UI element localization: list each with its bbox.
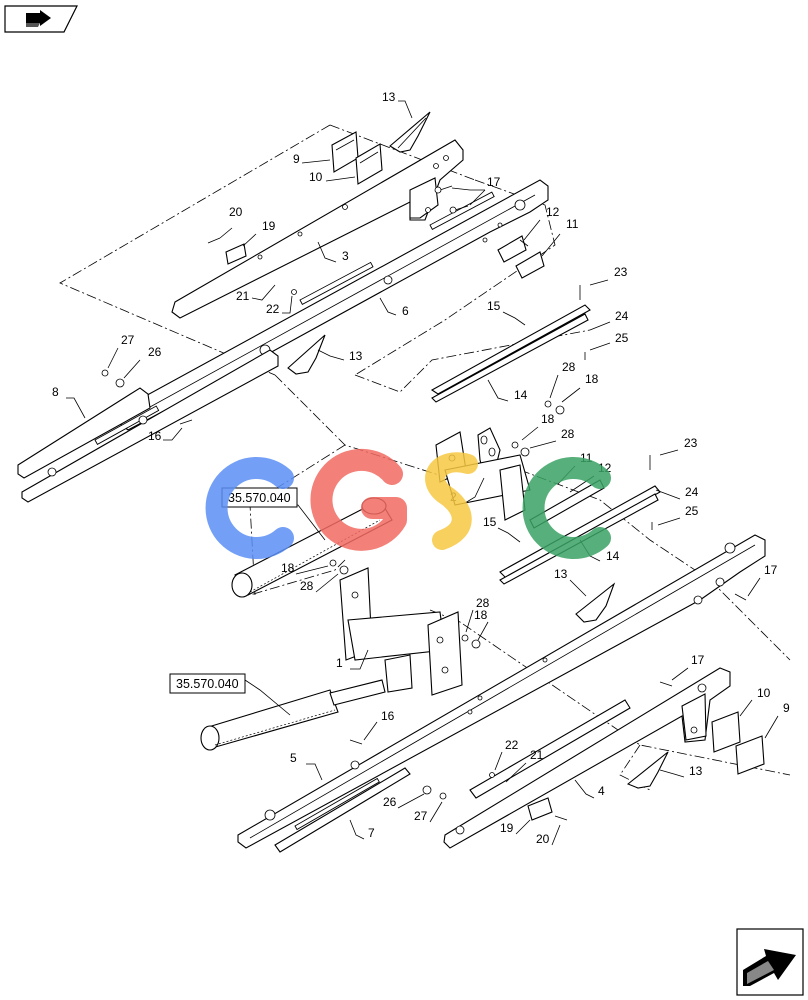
callout-27-15: 27 xyxy=(121,333,135,347)
part-3-beam xyxy=(171,139,464,319)
callout-15-31: 15 xyxy=(483,515,497,529)
part-5-beam xyxy=(237,534,766,849)
callout-22-11: 22 xyxy=(266,302,280,316)
callout-28-36: 28 xyxy=(300,579,314,593)
next-page-arrow-icon[interactable] xyxy=(736,928,804,996)
callout-28-19: 28 xyxy=(562,360,576,374)
part-4-beam xyxy=(443,667,731,849)
watermark-logo xyxy=(205,448,611,559)
callout-25-17: 25 xyxy=(615,331,629,345)
callout-6-12: 6 xyxy=(402,304,409,318)
callout-24-30: 24 xyxy=(685,485,699,499)
watermark-letter-3 xyxy=(425,452,478,550)
callout-1-40: 1 xyxy=(336,656,343,670)
reference-box-1[interactable]: 35.570.040 xyxy=(221,487,298,508)
callout-21-46: 21 xyxy=(530,748,544,762)
watermark-letter-1 xyxy=(205,457,294,559)
part-1-hitch-frame xyxy=(339,567,463,696)
callout-10-43: 10 xyxy=(757,686,771,700)
callout-14-33: 14 xyxy=(606,549,620,563)
callout-13-34: 13 xyxy=(554,567,568,581)
callout-28-25: 28 xyxy=(561,427,575,441)
callout-17-41: 17 xyxy=(691,653,705,667)
callout-10-2: 10 xyxy=(309,170,323,184)
callout-13-18: 13 xyxy=(349,349,363,363)
part-19-bracket-upper xyxy=(225,243,247,265)
callout-15-13: 15 xyxy=(487,299,501,313)
callout-7-52: 7 xyxy=(368,826,375,840)
callout-19-5: 19 xyxy=(262,219,276,233)
callout-17-3: 17 xyxy=(487,175,501,189)
callout-26-50: 26 xyxy=(383,795,397,809)
callout-20-4: 20 xyxy=(229,205,243,219)
callout-9-1: 9 xyxy=(293,152,300,166)
reference-label-2[interactable]: 35.570.040 xyxy=(176,677,239,691)
watermark-letter-2 xyxy=(310,448,407,551)
reference-box-2[interactable]: 35.570.040 xyxy=(169,673,246,694)
part-7-rail xyxy=(274,767,411,853)
callout-3-8: 3 xyxy=(342,249,349,263)
book-arrow-icon[interactable] xyxy=(4,5,78,33)
callout-5-47: 5 xyxy=(290,751,297,765)
callout-16-23: 16 xyxy=(148,429,162,443)
part-19-bracket-lower xyxy=(527,797,553,821)
callout-28-38: 28 xyxy=(476,596,490,610)
part-9-10-plates-lower xyxy=(711,711,765,775)
reference-label-1[interactable]: 35.570.040 xyxy=(228,491,291,505)
part-13-knife-middle xyxy=(287,334,326,375)
callout-9-44: 9 xyxy=(783,701,790,715)
callout-22-45: 22 xyxy=(505,738,519,752)
part-9-10-plates-upper xyxy=(331,131,383,185)
part-11-12-plates-upper xyxy=(497,235,545,279)
callout-13-0: 13 xyxy=(382,90,396,104)
callout-13-48: 13 xyxy=(689,764,703,778)
callout-23-9: 23 xyxy=(614,265,628,279)
callout-16-42: 16 xyxy=(381,709,395,723)
callout-18-20: 18 xyxy=(585,372,599,386)
callout-26-16: 26 xyxy=(148,345,162,359)
callout-24-14: 24 xyxy=(615,309,629,323)
part-6-beam xyxy=(119,179,549,431)
callout-14-22: 14 xyxy=(514,388,528,402)
callout-12-6: 12 xyxy=(546,205,560,219)
callout-23-26: 23 xyxy=(684,436,698,450)
part-13-knife-lower xyxy=(626,751,669,789)
part-13-knife-upper xyxy=(389,111,431,153)
callout-27-51: 27 xyxy=(414,809,428,823)
callout-19-53: 19 xyxy=(500,821,514,835)
callout-21-10: 21 xyxy=(236,289,250,303)
callout-18-35: 18 xyxy=(281,561,295,575)
callout-8-21: 8 xyxy=(52,385,59,399)
callout-4-49: 4 xyxy=(598,784,605,798)
watermark-letter-4 xyxy=(522,457,611,559)
callout-11-7: 11 xyxy=(566,217,579,231)
callout-17-37: 17 xyxy=(764,563,778,577)
hardware-fasteners xyxy=(101,185,747,821)
part-8-beam xyxy=(17,349,279,503)
callout-20-54: 20 xyxy=(536,832,550,846)
part-13-knife-lower-middle xyxy=(575,582,616,623)
hydraulic-cylinder-lower xyxy=(200,679,386,751)
callout-18-24: 18 xyxy=(541,412,555,426)
callout-25-32: 25 xyxy=(685,504,699,518)
callout-18-39: 18 xyxy=(474,608,488,622)
part-14-15-rails-upper xyxy=(430,304,591,403)
